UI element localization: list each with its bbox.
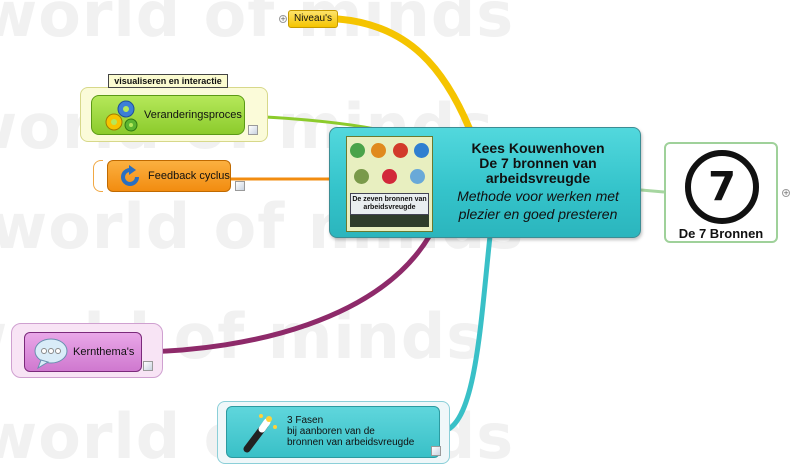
book-footer	[350, 215, 429, 227]
kernthemas-node[interactable]: Kernthema's	[24, 332, 142, 372]
plus-icon[interactable]: +	[782, 189, 790, 197]
note-icon[interactable]	[248, 125, 258, 135]
magic-wand-icon	[243, 414, 277, 453]
niveaus-node[interactable]: Niveau's	[288, 10, 338, 28]
book-caption: De zeven bronnen van arbeidsvreugde	[350, 193, 429, 215]
kernthemas-label: Kernthema's	[73, 346, 135, 358]
feedback-bracket	[93, 160, 103, 192]
speech-bubble-icon	[34, 338, 68, 369]
veranderingsproces-callout[interactable]: visualiseren en interactie	[108, 74, 228, 88]
veranderingsproces-label: Veranderingsproces	[144, 109, 242, 121]
feedback-label: Feedback cyclus	[148, 170, 230, 182]
bronnen-node[interactable]: 7 De 7 Bronnen	[664, 142, 778, 243]
note-icon[interactable]	[143, 361, 153, 371]
number-seven-icon: 7	[685, 150, 759, 224]
note-icon[interactable]	[431, 446, 441, 456]
connector-niveaus	[334, 15, 474, 134]
connector-bronnen	[640, 188, 665, 194]
central-title: Kees Kouwenhoven De 7 bronnen van arbeid…	[471, 140, 605, 186]
note-icon[interactable]	[235, 181, 245, 191]
niveaus-label: Niveau's	[293, 13, 333, 24]
refresh-arrow-icon	[121, 165, 139, 186]
book-cover-image: De zeven bronnen van arbeidsvreugde	[346, 136, 433, 232]
connector-kernthemas	[141, 233, 433, 355]
central-subtitle: Methode voor werken met plezier en goed …	[457, 188, 619, 222]
gears-icon	[105, 100, 138, 132]
bronnen-label: De 7 Bronnen	[678, 226, 764, 241]
plus-icon[interactable]: +	[279, 15, 287, 23]
central-topic[interactable]: De zeven bronnen van arbeidsvreugde Kees…	[329, 127, 641, 238]
fasen-label: 3 Fasen bij aanboren van de bronnen van …	[287, 415, 415, 448]
connector-fasen	[439, 235, 493, 435]
feedback-node[interactable]: Feedback cyclus	[107, 160, 231, 192]
fasen-node[interactable]: 3 Fasen bij aanboren van de bronnen van …	[226, 406, 440, 458]
veranderingsproces-node[interactable]: Veranderingsproces	[91, 95, 245, 135]
